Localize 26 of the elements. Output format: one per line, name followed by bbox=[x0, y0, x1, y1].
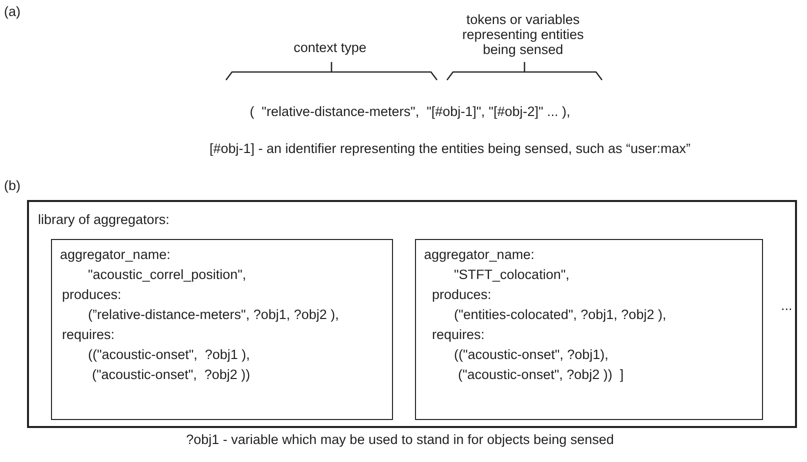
panel-label: (a) bbox=[4, 4, 20, 19]
note-text: [#obj-1] - an identifier representing the entities being sensed, such as “user:max” bbox=[209, 141, 690, 156]
library-panel bbox=[27, 200, 797, 428]
code-line: requires: bbox=[62, 326, 115, 344]
ellipsis-text: ... bbox=[781, 298, 792, 313]
code-line: produces: bbox=[432, 286, 492, 304]
tuple-text: ( "relative-distance-meters", "[#obj-1]", "[#obj-2]" ... ), bbox=[250, 104, 570, 119]
aggregator-box bbox=[415, 239, 763, 420]
annotation-text: context type bbox=[294, 40, 366, 55]
code-line: produces: bbox=[62, 286, 122, 304]
panel-label: (b) bbox=[4, 178, 20, 193]
code-line: aggregator_name: bbox=[60, 246, 170, 264]
code-line: aggregator_name: bbox=[424, 246, 534, 264]
code-line: requires: bbox=[432, 326, 485, 344]
annotation-text: tokens or variables representing entities being sensed bbox=[462, 12, 584, 57]
panel-heading: library of aggregators: bbox=[38, 211, 170, 229]
code-line: ("entities-colocated", ?obj1, ?obj2 ), bbox=[454, 306, 666, 324]
note-text: ?obj1 - variable which may be used to stand in for objects being sensed bbox=[186, 432, 614, 447]
code-line: ("acoustic-onset", ?obj2 )) ] bbox=[458, 366, 624, 384]
code-line: ("acoustic-onset", ?obj2 )) bbox=[92, 366, 250, 384]
code-line: "STFT_colocation", bbox=[454, 266, 570, 284]
code-line: (”relative-distance-meters", ?obj1, ?obj2 ), bbox=[88, 306, 339, 324]
code-line: (("acoustic-onset", ?obj1 ), bbox=[88, 346, 250, 364]
code-line: (("acoustic-onset", ?obj1), bbox=[454, 346, 608, 364]
code-line: "acoustic_correl_position", bbox=[88, 266, 246, 284]
aggregator-box bbox=[51, 239, 393, 420]
